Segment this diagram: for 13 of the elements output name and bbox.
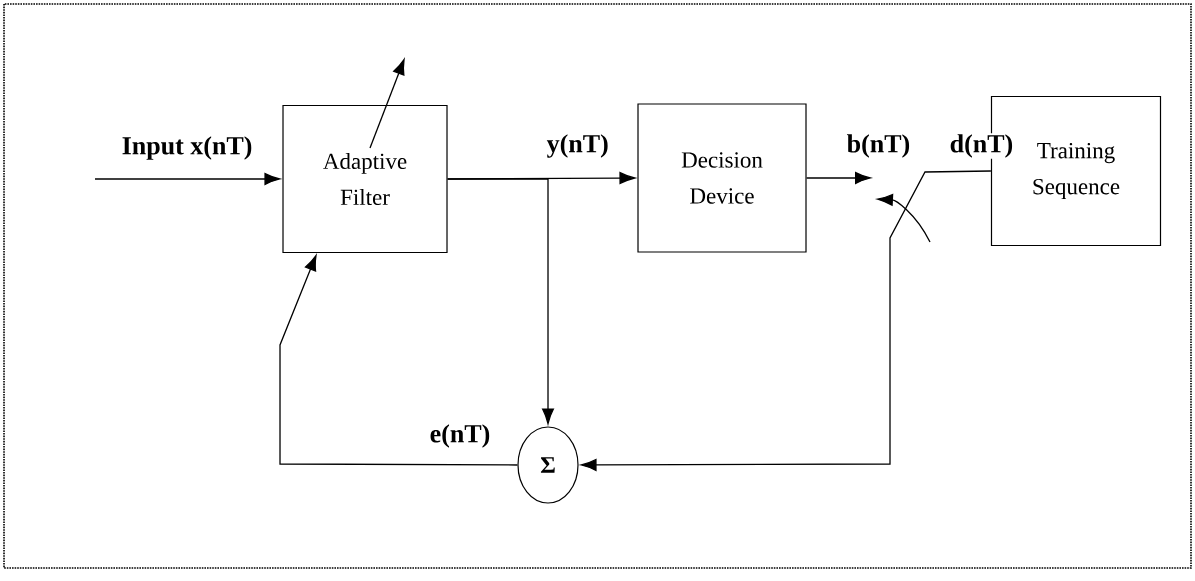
edge-label: y(nT) (545, 133, 610, 159)
edge-label: b(nT) (845, 133, 912, 159)
arrow (279, 254, 519, 466)
edge-label: Input x(nT) (120, 135, 254, 161)
arrow (805, 171, 871, 185)
process-box: Decision Device (637, 103, 807, 253)
edge-label: d(nT) (948, 133, 1015, 159)
process-box: Adaptive Filter (282, 104, 448, 254)
arrow (580, 170, 992, 471)
summing-junction: Σ (517, 426, 579, 504)
arrow (446, 178, 555, 425)
edge-label: e(nT) (428, 423, 492, 449)
arrow (94, 172, 281, 186)
